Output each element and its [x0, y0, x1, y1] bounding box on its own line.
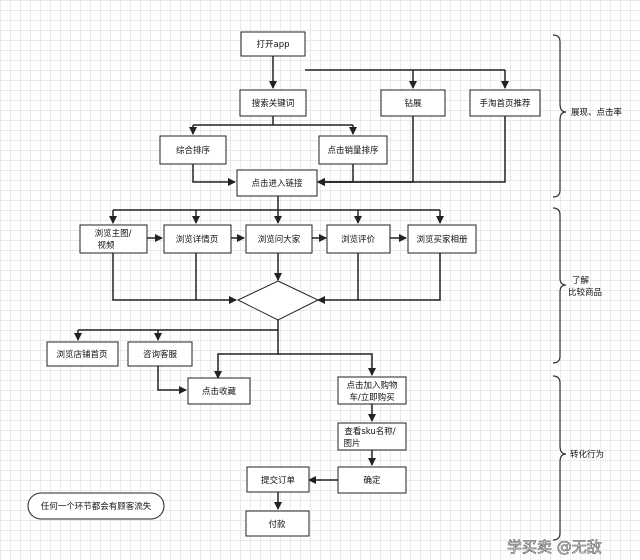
node-search-keyword[interactable]: 搜索关键词 — [239, 89, 307, 117]
node-favorite[interactable]: 点击收藏 — [187, 377, 251, 405]
node-main-image-label-line2: 视频 — [97, 240, 115, 251]
node-main-image[interactable]: 浏览主图/ 视频 — [79, 224, 148, 254]
node-general-sort[interactable]: 综合排序 — [159, 135, 227, 165]
stage-show-label: 展现、点击率 — [571, 107, 623, 118]
node-favorite-label: 点击收藏 — [202, 386, 237, 397]
node-store-home-label: 浏览店铺首页 — [56, 349, 107, 360]
node-confirm-label: 确定 — [363, 475, 381, 486]
node-detail-page-label: 浏览详情页 — [176, 234, 219, 245]
node-enter-link[interactable]: 点击进入链接 — [236, 169, 318, 197]
node-open-app-label: 打开app — [257, 39, 290, 50]
stage-convert-label: 转化行为 — [570, 449, 604, 460]
brace-convert — [552, 375, 567, 541]
node-confirm[interactable]: 确定 — [337, 466, 407, 494]
node-ask-everyone[interactable]: 浏览问大家 — [245, 224, 313, 254]
node-add-cart-label-line2: 车/立即购买 — [349, 392, 394, 403]
decision-diamond — [236, 280, 320, 321]
note-customer-loss-label: 任何一个环节都会有顾客流失 — [41, 501, 152, 512]
stage-compare-label-line2: 比较商品 — [568, 287, 602, 298]
node-enter-link-label: 点击进入链接 — [251, 178, 303, 189]
node-main-image-label-line1: 浏览主图/ — [95, 228, 132, 239]
node-add-cart-label-line1: 点击加入购物 — [346, 380, 398, 391]
node-reviews[interactable]: 浏览评价 — [326, 224, 391, 254]
node-sku-label-line1: 查看sku名称/ — [344, 426, 395, 437]
node-open-app[interactable]: 打开app — [240, 31, 306, 57]
note-customer-loss: 任何一个环节都会有顾客流失 — [27, 492, 165, 520]
node-diamond-booth[interactable]: 钻展 — [380, 89, 446, 117]
node-sales-sort-label: 点击销量排序 — [327, 145, 379, 156]
node-reviews-label: 浏览评价 — [341, 234, 376, 245]
node-general-sort-label: 综合排序 — [176, 145, 211, 156]
brace-show — [552, 34, 567, 198]
node-sku-label-line2: 图片 — [343, 438, 360, 449]
node-submit-order[interactable]: 提交订单 — [246, 466, 310, 493]
stage-compare-label-line1: 了解 — [572, 275, 590, 286]
node-search-keyword-label: 搜索关键词 — [252, 98, 295, 109]
node-ask-everyone-label: 浏览问大家 — [258, 234, 301, 245]
node-pay[interactable]: 付款 — [245, 510, 310, 537]
node-sku[interactable]: 查看sku名称/ 图片 — [337, 422, 407, 451]
node-pay-label: 付款 — [268, 519, 286, 530]
node-store-home[interactable]: 浏览店铺首页 — [46, 341, 119, 367]
node-detail-page[interactable]: 浏览详情页 — [163, 224, 232, 254]
brace-compare — [552, 207, 567, 364]
node-submit-order-label: 提交订单 — [261, 475, 296, 486]
node-buyer-album-label: 浏览买家相册 — [416, 234, 468, 245]
node-taobao-home[interactable]: 手淘首页推荐 — [469, 89, 541, 117]
node-consult-cs-label: 咨询客服 — [143, 349, 178, 360]
node-taobao-home-label: 手淘首页推荐 — [479, 98, 531, 109]
connectors — [74, 56, 509, 510]
watermark: 学买卖 @无敌 — [507, 538, 602, 556]
node-sales-sort[interactable]: 点击销量排序 — [318, 135, 388, 165]
node-add-cart[interactable]: 点击加入购物 车/立即购买 — [337, 376, 407, 405]
node-consult-cs[interactable]: 咨询客服 — [127, 341, 193, 367]
node-diamond-booth-label: 钻展 — [404, 98, 422, 109]
node-buyer-album[interactable]: 浏览买家相册 — [407, 224, 477, 254]
